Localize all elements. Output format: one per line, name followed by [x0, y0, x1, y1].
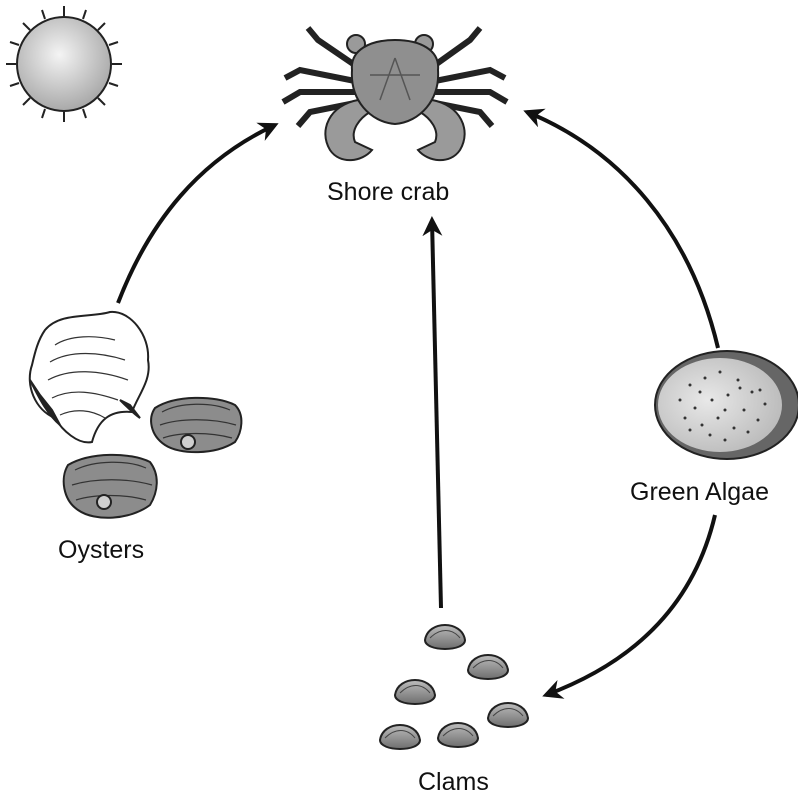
arrow-algae-to-crab — [527, 112, 718, 348]
oysters-illustration — [30, 312, 242, 518]
sun-icon — [6, 6, 122, 122]
algae-label: Green Algae — [630, 478, 769, 506]
clams-label: Clams — [418, 768, 489, 796]
algae-illustration — [655, 351, 798, 459]
arrow-clams-to-crab — [432, 220, 441, 608]
clams-illustration — [380, 625, 528, 749]
arrow-algae-to-clams — [546, 515, 715, 695]
crab-label: Shore crab — [327, 178, 449, 206]
crab-illustration — [283, 28, 507, 160]
arrow-oysters-to-crab — [118, 125, 275, 303]
oysters-label: Oysters — [58, 536, 144, 564]
